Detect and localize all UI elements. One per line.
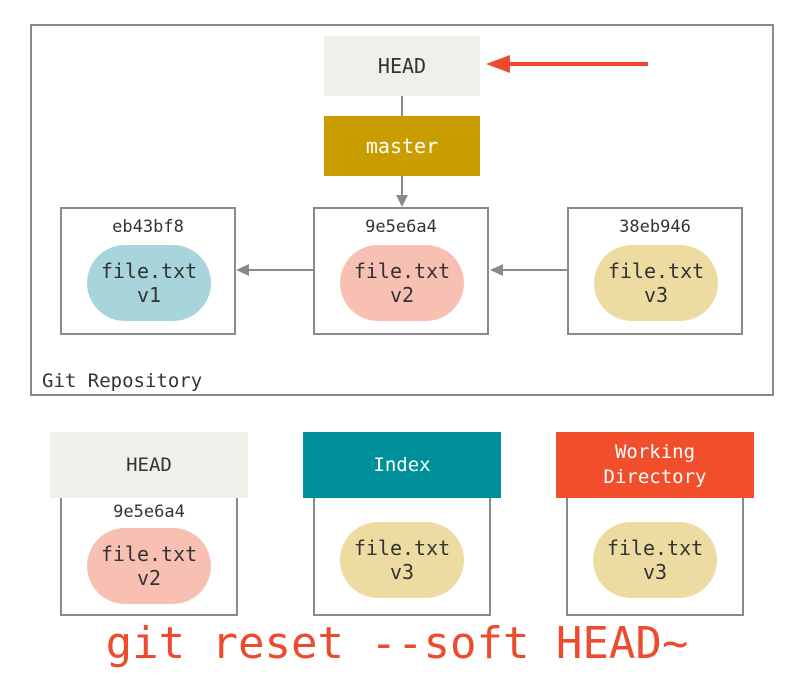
head-tree-file-blob: file.txt v2 bbox=[87, 528, 211, 604]
file-version: v2 bbox=[136, 566, 162, 590]
file-blob-v1: file.txt v1 bbox=[87, 245, 211, 321]
highlight-arrowhead bbox=[486, 55, 510, 73]
index-tree-title: Index bbox=[373, 453, 431, 476]
working-directory-tree-header: Working Directory bbox=[556, 432, 754, 498]
repository-label: Git Repository bbox=[42, 370, 203, 392]
file-name: file.txt bbox=[606, 536, 704, 560]
head-tree-header: HEAD bbox=[50, 432, 248, 498]
index-tree-body: file.txt v3 bbox=[313, 498, 491, 616]
master-commit-arrowhead bbox=[396, 195, 408, 207]
git-command: git reset --soft HEAD~ bbox=[105, 618, 689, 669]
index-tree-file-blob: file.txt v3 bbox=[340, 522, 464, 598]
working-directory-tree-body: file.txt v3 bbox=[566, 498, 744, 616]
commit-9e5e6a4: 9e5e6a4 file.txt v2 bbox=[313, 207, 489, 335]
file-name: file.txt bbox=[353, 259, 451, 283]
head-label: HEAD bbox=[377, 54, 427, 78]
commit-sha: 9e5e6a4 bbox=[365, 217, 437, 237]
file-name: file.txt bbox=[100, 259, 198, 283]
file-version: v3 bbox=[642, 560, 668, 584]
parent-arrowhead-1 bbox=[236, 264, 249, 276]
head-tree-body: 9e5e6a4 file.txt v2 bbox=[60, 498, 238, 616]
file-version: v3 bbox=[389, 560, 415, 584]
file-name: file.txt bbox=[353, 536, 451, 560]
file-name: file.txt bbox=[607, 259, 705, 283]
working-directory-file-blob: file.txt v3 bbox=[593, 522, 717, 598]
head-pointer: HEAD bbox=[324, 36, 480, 96]
commit-38eb946: 38eb946 file.txt v3 bbox=[567, 207, 743, 335]
file-blob-v3: file.txt v3 bbox=[594, 245, 718, 321]
index-tree-header: Index bbox=[303, 432, 501, 498]
file-version: v3 bbox=[643, 283, 669, 307]
file-blob-v2: file.txt v2 bbox=[340, 245, 464, 321]
file-version: v1 bbox=[136, 283, 162, 307]
head-tree-sha: 9e5e6a4 bbox=[113, 502, 185, 522]
commit-sha: 38eb946 bbox=[619, 217, 691, 237]
working-directory-title-line1: Working bbox=[614, 441, 696, 463]
master-label: master bbox=[365, 134, 439, 158]
commit-eb43bf8: eb43bf8 file.txt v1 bbox=[60, 207, 236, 335]
head-tree-title: HEAD bbox=[126, 453, 172, 476]
working-directory-title-line2: Directory bbox=[603, 466, 707, 488]
file-name: file.txt bbox=[100, 542, 198, 566]
file-version: v2 bbox=[389, 283, 415, 307]
commit-sha: eb43bf8 bbox=[112, 217, 184, 237]
master-branch: master bbox=[324, 116, 480, 176]
parent-arrowhead-2 bbox=[490, 264, 503, 276]
git-repository-frame bbox=[30, 24, 774, 396]
